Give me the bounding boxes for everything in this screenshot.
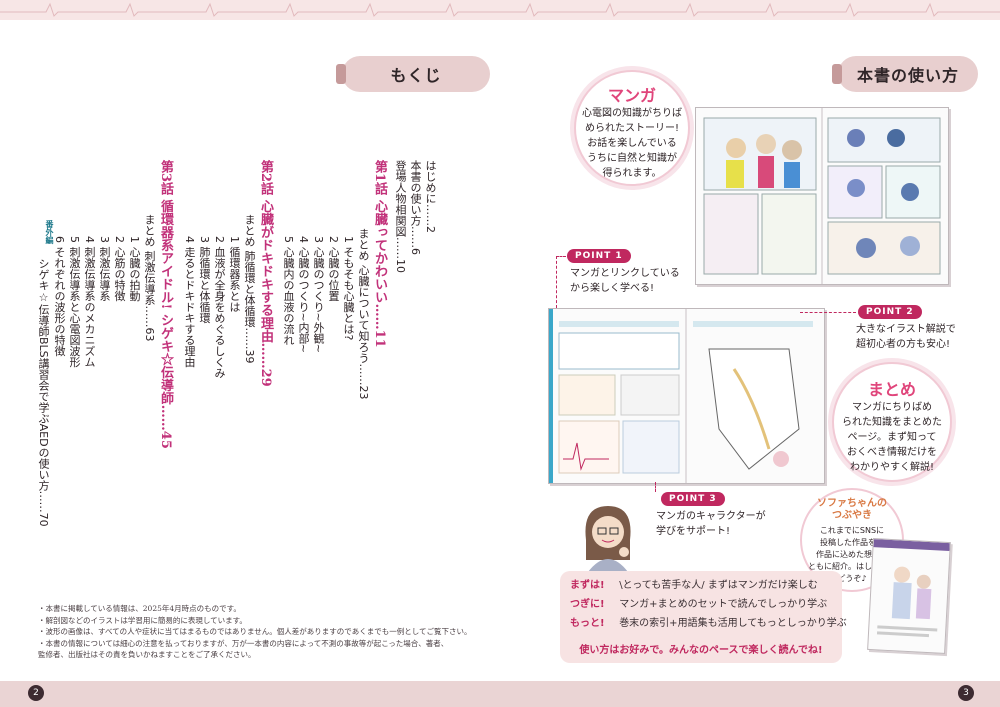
point-2-badge: POINT 2 xyxy=(858,305,922,319)
guide-key: まずは! xyxy=(570,580,605,591)
manga-spread-image xyxy=(695,107,949,285)
note-line: ・解剖図などのイラストは学習用に簡易的に表現しています。 xyxy=(38,615,247,625)
sofa-line: ともに紹介。はし休めに xyxy=(808,562,896,571)
toc-entry[interactable]: 3 心臓のつくり~外観~ xyxy=(312,236,325,353)
point-3-connector xyxy=(655,482,656,492)
note-line: ・本書の情報については細心の注意を払っておりますが、万が一本書の内容によって不測… xyxy=(38,638,449,648)
usage-guide-box: まずは! \とっても苦手な人/ まずはマンガだけ楽しむ つぎに! マンガ+まとめ… xyxy=(560,571,847,663)
guide-key: つぎに! xyxy=(570,599,605,610)
toc-entry[interactable]: 2 血液が全身をめぐるしくみ xyxy=(213,236,226,379)
toc-entry[interactable]: 4 心臓のつくり~内部~ xyxy=(297,236,310,353)
manga-title: マンガ xyxy=(607,86,656,105)
sofa-line: 投稿した作品を、 xyxy=(820,538,884,547)
point-2-line: 超初心者の方も安心! xyxy=(856,339,951,350)
point-1-text: マンガとリンクしている から楽しく学べる! xyxy=(570,266,680,296)
toc-entry[interactable]: 5 心臓内の血液の流れ xyxy=(282,236,295,346)
matome-line: ページ。まず知って xyxy=(847,432,937,443)
toc-entry[interactable]: 2 心筋の特徴 xyxy=(113,236,126,302)
matome-line: おくべき情報だけを xyxy=(847,447,937,458)
guide-key: もっと! xyxy=(570,618,605,629)
toc-entry[interactable]: 5 刺激伝導系と心電図波形 xyxy=(68,236,81,368)
toc-heading-text: もくじ xyxy=(390,66,442,85)
character-avatar xyxy=(585,506,631,572)
toc-entry[interactable]: はじめに……2 xyxy=(424,160,437,233)
point-3-line: 学びをサポート! xyxy=(656,526,731,537)
manga-line: うちに自然と知識が xyxy=(587,153,677,164)
sofa-text: これまでにSNSに 投稿した作品を、 作品に込めた想いと ともに紹介。はし休めに… xyxy=(802,525,902,585)
toc-entry[interactable]: 4 走るとドキドキする理由 xyxy=(183,236,196,368)
manga-circle: マンガ 心電図の知識がちりば められたストーリー! お話を楽しんでいる うちに自… xyxy=(574,70,690,186)
footer-band xyxy=(0,681,1000,707)
toc-entry[interactable]: 2 心臓の位置 xyxy=(327,236,340,302)
guide-row: つぎに! マンガ+まとめのセットで読んでしっかり学ぶ xyxy=(570,598,827,612)
page-number-left: 2 xyxy=(28,685,44,701)
point-1-line: から楽しく学べる! xyxy=(570,283,655,294)
point-2-text: 大きなイラスト解説で 超初心者の方も安心! xyxy=(856,322,956,352)
sofa-page-image xyxy=(867,538,951,654)
howto-heading-text: 本書の使い方 xyxy=(856,66,959,85)
note-line: ・本書に掲載している情報は、2025年4月時点のものです。 xyxy=(38,604,241,613)
toc-entry[interactable]: シゲキ☆伝導師BLS講習会で学ぶAEDの使い方……70 xyxy=(37,258,50,527)
point-2-line: 大きなイラスト解説で xyxy=(856,324,956,335)
point-3-text: マンガのキャラクターが 学びをサポート! xyxy=(656,509,766,539)
matome-line: わかりやすく解説! xyxy=(849,462,934,473)
toc-entry[interactable]: 4 刺激伝導系のメカニズム xyxy=(83,236,96,368)
sofa-title: ソファちゃんの つぶやき xyxy=(802,498,902,522)
howto-heading: 本書の使い方 xyxy=(832,56,978,92)
matome-circle: まとめ マンガにちりばめ られた知識をまとめた ページ。まず知って おくべき情報… xyxy=(832,362,952,482)
sofa-illustration xyxy=(873,539,950,638)
ecg-line-decoration xyxy=(0,2,1000,17)
guide-text: \とっても苦手な人/ まずはマンガだけ楽しむ xyxy=(619,580,818,591)
point-1-badge: POINT 1 xyxy=(567,249,631,263)
point-1-connector xyxy=(556,256,566,257)
manga-line: 得られます。 xyxy=(602,168,662,179)
toc-entry[interactable]: 登場人物相関図……10 xyxy=(394,160,407,273)
guide-text: 巻末の索引+用語集も活用してもっとしっかり学ぶ xyxy=(619,618,847,629)
matome-spread-image xyxy=(548,308,825,484)
sofa-title-line: つぶやき xyxy=(832,510,872,521)
sofa-title-line: ソファちゃんの xyxy=(817,498,887,509)
note-line: 監修者、出版社はその責を負いかねますことをご了承ください。 xyxy=(38,650,256,659)
toc-heading: もくじ xyxy=(336,56,490,92)
point-1-connector xyxy=(556,256,557,308)
guide-row: まずは! \とっても苦手な人/ まずはマンガだけ楽しむ xyxy=(570,579,818,593)
toc-extra-label: 番外編 xyxy=(45,220,54,244)
toc-entry[interactable]: まとめ 刺激伝導系……63 xyxy=(143,214,156,342)
point-2-connector xyxy=(800,312,856,313)
toc-entry[interactable]: 1 心臓の拍動 xyxy=(128,236,141,302)
toc-entry[interactable]: 1 そもそも心臓とは? xyxy=(342,236,355,341)
note-line: ・波形の画像は、すべての人や症状に当てはまるものではありません。個人差があります… xyxy=(38,627,472,636)
manga-line: 心電図の知識がちりば xyxy=(582,108,682,119)
page-number-right: 3 xyxy=(958,685,974,701)
matome-title: まとめ xyxy=(867,380,916,399)
toc-chapter[interactable]: 第3話 循環器系アイドル! シゲキ☆伝導師……45 xyxy=(158,160,173,449)
matome-line: マンガにちりばめ xyxy=(852,402,932,413)
toc-entry[interactable]: まとめ 肺循環と体循環……39 xyxy=(243,214,256,364)
character-illustration xyxy=(572,500,642,572)
ecg-header-band xyxy=(0,0,1000,20)
point-3-line: マンガのキャラクターが xyxy=(656,511,766,522)
toc-entry[interactable]: 6 それぞれの波形の特徴 xyxy=(53,236,66,357)
matome-line: られた知識をまとめた xyxy=(842,417,942,428)
guide-footer: 使い方はお好みで。みんなのペースで楽しく読んでね! xyxy=(579,645,823,656)
notes-block: ・本書に掲載している情報は、2025年4月時点のものです。 ・解剖図などのイラス… xyxy=(38,603,472,661)
toc-entry[interactable]: まとめ 心臓について知ろう……23 xyxy=(357,228,370,400)
toc-entry[interactable]: 3 肺循環と体循環 xyxy=(198,236,211,324)
toc-entry[interactable]: 1 循環器系とは xyxy=(228,236,241,313)
sofa-line: どうぞ♪ xyxy=(837,574,867,583)
point-1-line: マンガとリンクしている xyxy=(570,268,680,279)
manga-line: められたストーリー! xyxy=(584,123,679,134)
guide-text: マンガ+まとめのセットで読んでしっかり学ぶ xyxy=(619,599,828,610)
toc-chapter[interactable]: 第2話 心臓がドキドキする理由……29 xyxy=(258,160,273,387)
sofa-line: これまでにSNSに xyxy=(819,526,885,535)
sofa-line: 作品に込めた想いと xyxy=(816,550,888,559)
matome-illustration xyxy=(549,309,813,483)
toc-entry[interactable]: 3 刺激伝導系 xyxy=(98,236,111,302)
toc-entry[interactable]: 本書の使い方……6 xyxy=(409,160,422,255)
guide-row: もっと! 巻末の索引+用語集も活用してもっとしっかり学ぶ xyxy=(570,617,847,631)
toc-chapter[interactable]: 第1話 心臓ってかわいい……11 xyxy=(372,160,387,348)
manga-illustration xyxy=(703,108,941,284)
manga-line: お話を楽しんでいる xyxy=(587,138,677,149)
point-3-badge: POINT 3 xyxy=(661,492,725,506)
